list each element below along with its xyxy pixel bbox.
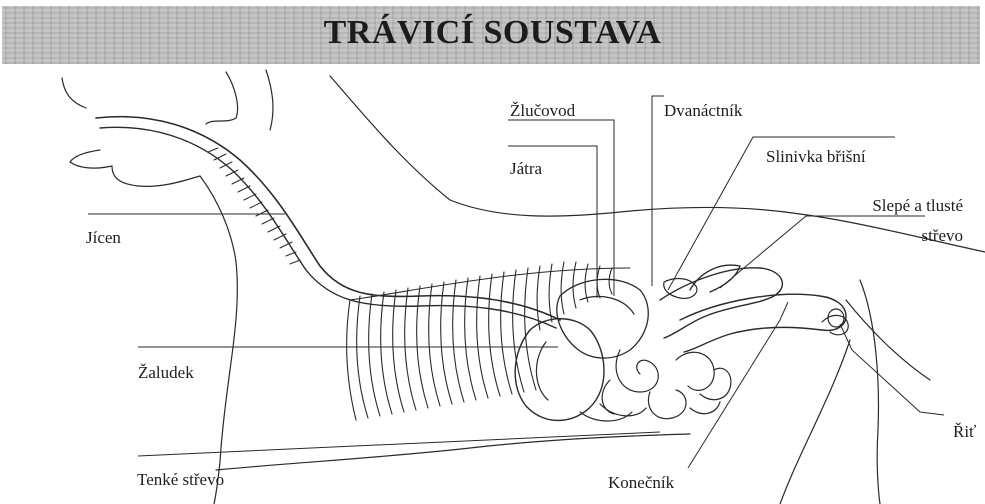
anus [828, 309, 844, 327]
stomach-inner [536, 342, 548, 400]
neck-lower-outline [200, 176, 237, 504]
trachea-rings [208, 148, 300, 264]
caecum [690, 265, 740, 292]
leader-konecnik [688, 302, 788, 468]
label-dvanactnik: Dvanáctník [664, 101, 742, 121]
ear-outline [266, 70, 273, 130]
rib-cage [347, 262, 630, 420]
jaw-outline [112, 166, 200, 186]
oesophagus-inner [100, 127, 556, 328]
label-jatra: Játra [510, 159, 542, 179]
colon [680, 294, 846, 352]
leader-dvanactnik [652, 96, 664, 120]
tail-outline [846, 300, 930, 380]
label-konecnik: Konečník [608, 473, 674, 493]
label-slepe-line1: Slepé a tlusté [800, 196, 963, 216]
muzzle-outline [70, 150, 112, 168]
leader-rit [840, 324, 944, 415]
leader-tenke-strevo [138, 432, 660, 456]
label-tenke-strevo: Tenké střevo [137, 470, 224, 490]
stomach [515, 319, 604, 421]
mane-outline [206, 72, 238, 124]
hind-outline [860, 280, 880, 504]
label-jicen: Jícen [86, 228, 121, 248]
head-outline [62, 78, 86, 108]
label-slepe-line2: střevo [800, 226, 963, 246]
belly-outline [216, 434, 690, 470]
hind-outline-2 [780, 340, 850, 504]
liver-lobe [580, 296, 634, 314]
label-slinivka: Slinivka břišní [766, 147, 866, 167]
label-rit: Řiť [953, 422, 976, 442]
label-zaludek: Žaludek [138, 363, 194, 383]
liver [557, 279, 648, 358]
label-zlucovod: Žlučovod [510, 101, 575, 121]
